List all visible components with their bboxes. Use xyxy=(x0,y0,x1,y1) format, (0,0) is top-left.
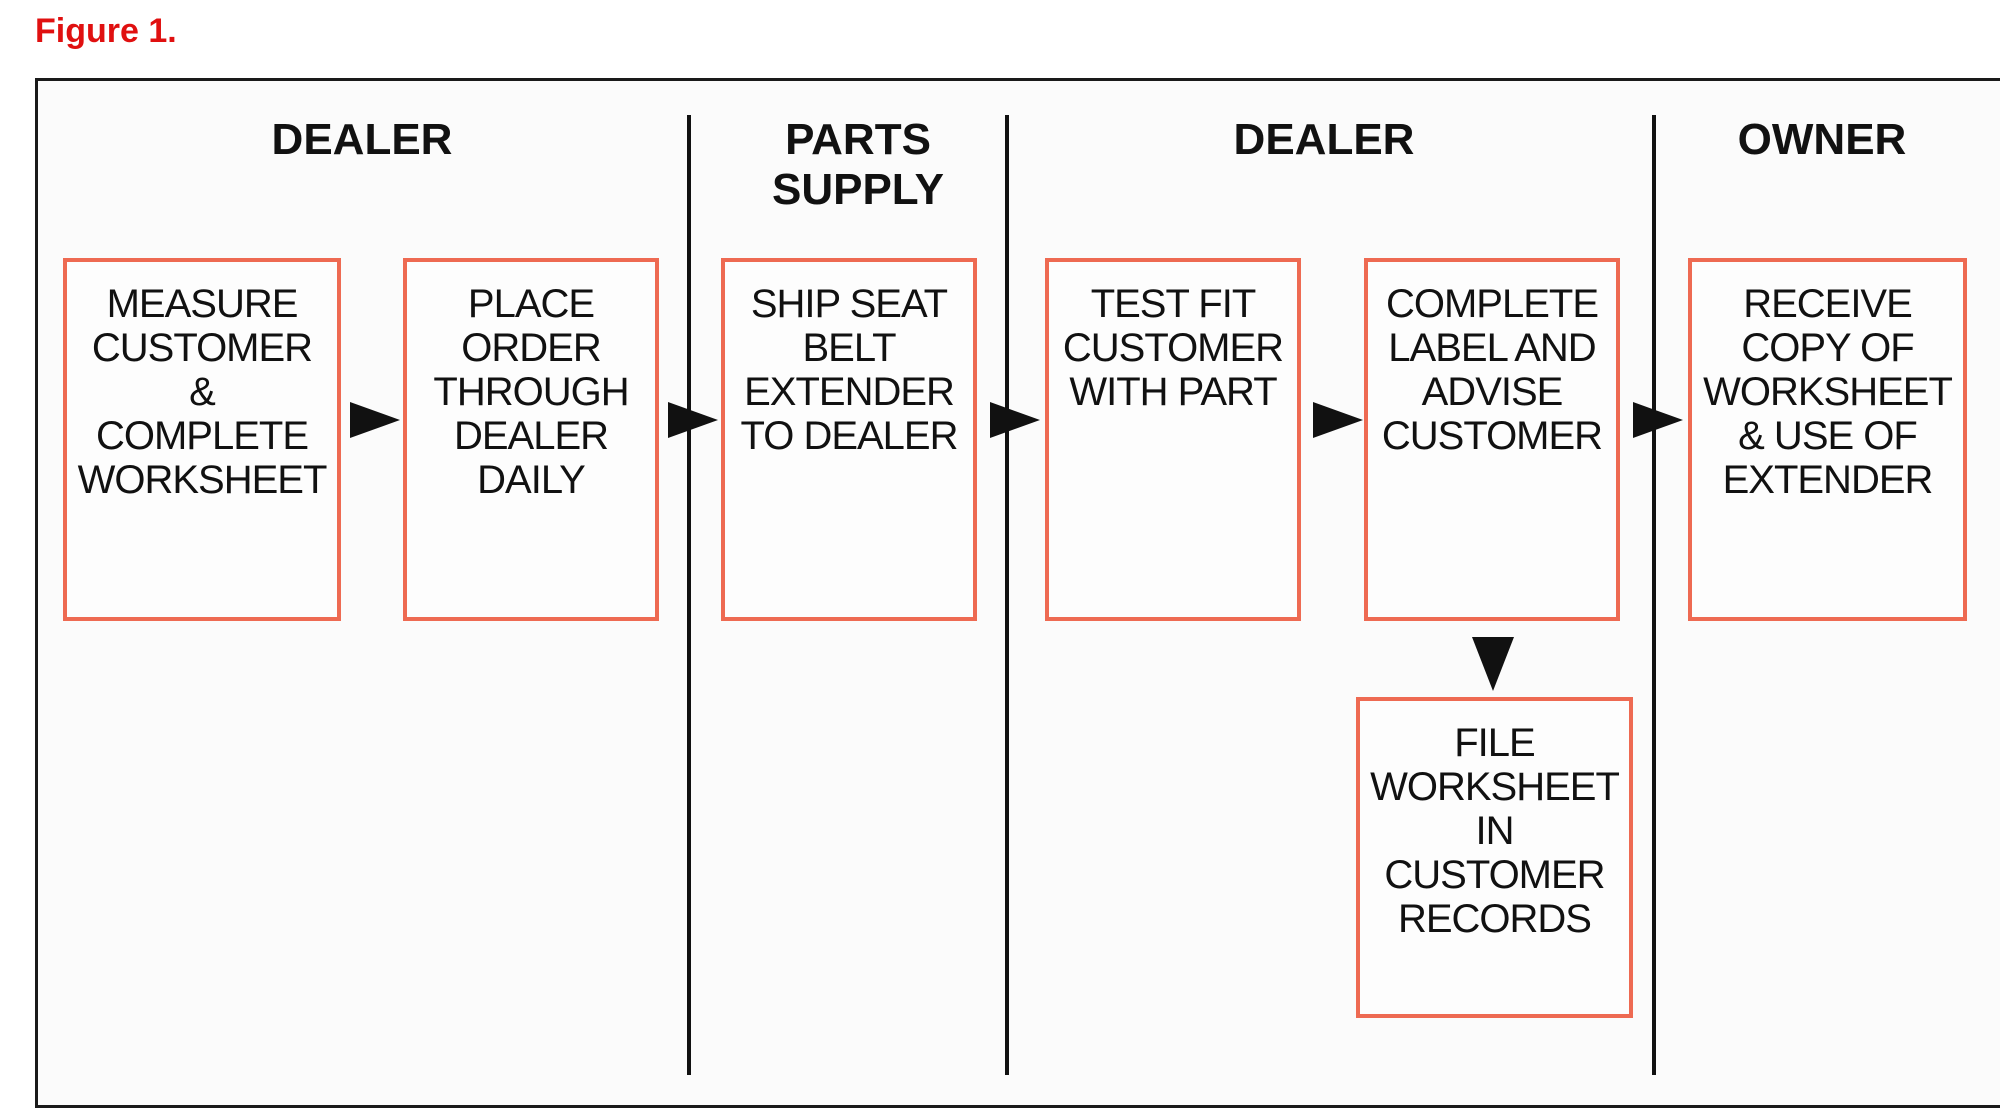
step-label: SHIP SEAT BELT EXTENDER TO DEALER xyxy=(740,282,959,458)
step-measure-customer: MEASURE CUSTOMER & COMPLETE WORKSHEET xyxy=(63,258,341,621)
step-label: TEST FIT CUSTOMER WITH PART xyxy=(1062,282,1284,414)
step-label: MEASURE CUSTOMER & COMPLETE WORKSHEET xyxy=(77,282,328,502)
step-label: COMPLETE LABEL AND ADVISE CUSTOMER xyxy=(1381,282,1603,458)
flow-arrow-right xyxy=(1313,402,1363,438)
step-label: PLACE ORDER THROUGH DEALER DAILY xyxy=(433,282,629,502)
step-place-order: PLACE ORDER THROUGH DEALER DAILY xyxy=(403,258,659,621)
lane-title-parts-supply: PARTS SUPPLY xyxy=(771,115,945,214)
flow-arrow-right xyxy=(668,402,718,438)
lane-title-dealer-2: DEALER xyxy=(1233,115,1415,164)
figure-caption: Figure 1. xyxy=(35,12,177,50)
step-test-fit: TEST FIT CUSTOMER WITH PART xyxy=(1045,258,1301,621)
step-receive-copy: RECEIVE COPY OF WORKSHEET & USE OF EXTEN… xyxy=(1688,258,1967,621)
lane-title-dealer: DEALER xyxy=(271,115,453,164)
flow-arrow-right xyxy=(990,402,1040,438)
step-complete-label: COMPLETE LABEL AND ADVISE CUSTOMER xyxy=(1364,258,1620,621)
lane-divider xyxy=(1652,115,1656,1075)
step-file-worksheet: FILE WORKSHEET IN CUSTOMER RECORDS xyxy=(1356,697,1633,1018)
lane-title-owner: OWNER xyxy=(1737,115,1907,164)
step-label: FILE WORKSHEET IN CUSTOMER RECORDS xyxy=(1370,721,1620,941)
step-ship-extender: SHIP SEAT BELT EXTENDER TO DEALER xyxy=(721,258,977,621)
diagram-frame xyxy=(35,78,2000,1108)
flow-arrow-right xyxy=(1633,402,1683,438)
lane-divider xyxy=(1005,115,1009,1075)
flow-arrow-right xyxy=(350,402,400,438)
flow-arrow-down xyxy=(1472,637,1514,691)
step-label: RECEIVE COPY OF WORKSHEET & USE OF EXTEN… xyxy=(1703,282,1953,502)
lane-divider xyxy=(687,115,691,1075)
